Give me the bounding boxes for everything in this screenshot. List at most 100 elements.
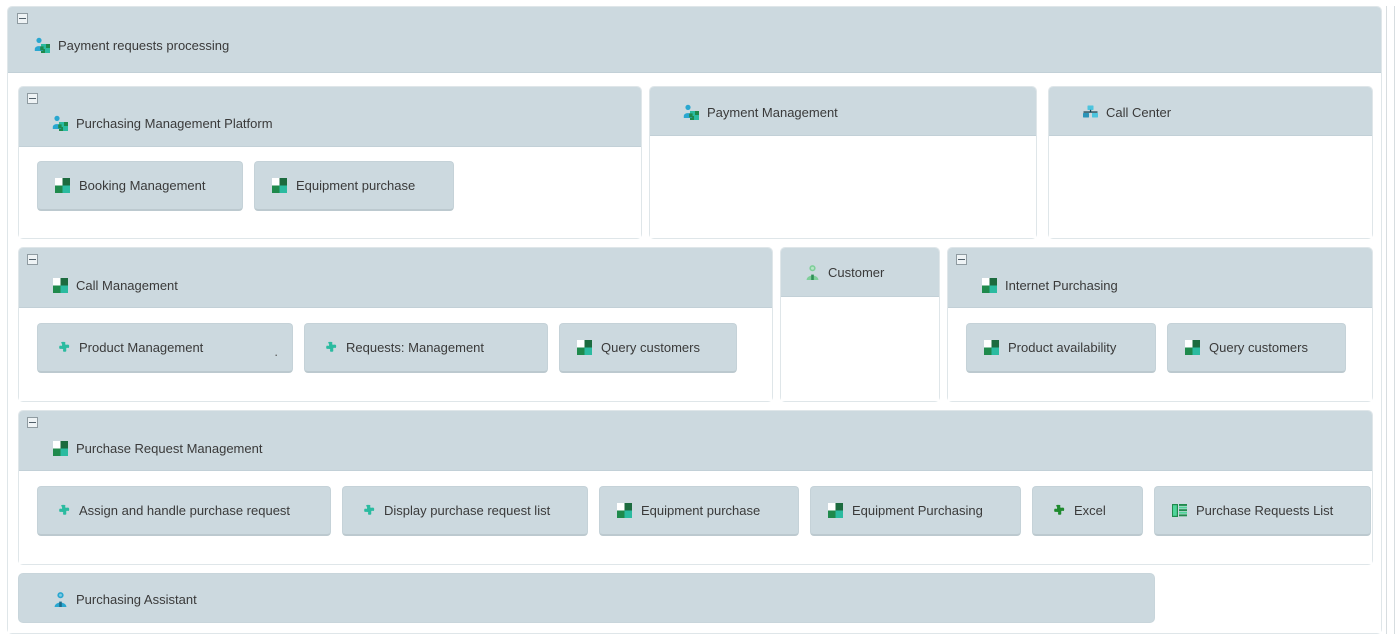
panel-purchasing-management-platform: Purchasing Management Platform <box>18 86 642 239</box>
panel-title-text: Payment Management <box>707 105 838 120</box>
panel-title-text: Call Management <box>76 278 178 293</box>
panel-header-payment-requests-processing: Payment requests processing <box>8 7 1381 73</box>
panel-title-call-management: Call Management <box>52 277 178 294</box>
panel-header-payment-management: Payment Management <box>650 87 1036 136</box>
button-purchase-requests-list[interactable]: Purchase Requests List <box>1154 486 1371 536</box>
button-label: Display purchase request list <box>384 503 551 518</box>
button-product-availability[interactable]: Product availability <box>966 323 1156 373</box>
panel-body-customer <box>781 297 939 401</box>
button-label: Requests: Management <box>346 340 485 355</box>
button-equipment-purchase[interactable]: Equipment purchase <box>254 161 454 211</box>
button-row-purchasing-management-platform: Booking Management <box>37 161 454 211</box>
panel-purchase-request-management: Purchase Request Management <box>18 410 1373 565</box>
panel-title-purchasing-management-platform: Purchasing Management Platform <box>52 115 273 132</box>
puzzle-piece-icon <box>359 502 376 519</box>
panel-title-purchasing-assistant: Purchasing Assistant <box>52 591 197 608</box>
collapse-toggle-payment-requests-processing[interactable] <box>17 13 28 24</box>
panel-title-text: Payment requests processing <box>58 38 230 53</box>
button-query-customers[interactable]: Query customers <box>559 323 737 373</box>
collapse-toggle-call-management[interactable] <box>27 254 38 265</box>
button-display-purchase-request-list[interactable]: Display purchase request list <box>342 486 588 536</box>
button-row-purchase-request-management: Assign and handle purchase request Displ… <box>37 486 1371 536</box>
puzzle-square-icon <box>1184 339 1201 356</box>
org-chart-icon <box>1082 104 1099 121</box>
button-label: Excel <box>1074 503 1106 518</box>
person-puzzle-icon <box>683 104 700 121</box>
button-equipment-purchasing[interactable]: Equipment Purchasing <box>810 486 1021 536</box>
panel-title-purchase-request-management: Purchase Request Management <box>52 440 262 457</box>
button-label: Product Management <box>79 340 204 355</box>
puzzle-square-icon <box>616 502 633 519</box>
panel-call-management: Call Management Product Man <box>18 247 773 402</box>
collapse-toggle-purchasing-management-platform[interactable] <box>27 93 38 104</box>
panel-call-center: Call Center <box>1048 86 1373 239</box>
button-label: Booking Management <box>79 178 206 193</box>
panel-title-payment-requests-processing: Payment requests processing <box>34 37 229 54</box>
panel-header-purchase-request-management: Purchase Request Management <box>19 411 1372 471</box>
panel-header-customer: Customer <box>781 248 939 297</box>
panel-internet-purchasing: Internet Purchasing <box>947 247 1373 402</box>
button-booking-management[interactable]: Booking Management <box>37 161 243 211</box>
panel-title-text: Internet Purchasing <box>1005 278 1118 293</box>
panel-title-text: Call Center <box>1106 105 1172 120</box>
puzzle-square-icon <box>54 177 71 194</box>
button-label: Equipment purchase <box>296 178 416 193</box>
collapse-toggle-internet-purchasing[interactable] <box>956 254 967 265</box>
button-assign-and-handle-purchase-request[interactable]: Assign and handle purchase request <box>37 486 331 536</box>
puzzle-square-icon <box>52 277 69 294</box>
panel-title-payment-management: Payment Management <box>683 104 838 121</box>
puzzle-square-icon <box>981 277 998 294</box>
panel-body-payment-requests-processing: Purchasing Management Platform <box>8 73 1381 633</box>
puzzle-square-icon <box>576 339 593 356</box>
panel-header-call-management: Call Management <box>19 248 772 308</box>
button-label: Query customers <box>1209 340 1308 355</box>
panel-body-call-management: Product Management . Requests: Managemen… <box>19 308 772 401</box>
puzzle-square-icon <box>827 502 844 519</box>
person-green-icon <box>804 264 821 281</box>
panel-header-internet-purchasing: Internet Purchasing <box>948 248 1372 308</box>
panel-body-call-center <box>1049 136 1372 238</box>
panel-title-text: Customer <box>828 265 885 280</box>
puzzle-piece-icon <box>54 502 71 519</box>
person-blue-icon <box>52 591 69 608</box>
panel-payment-requests-processing: Payment requests processing <box>7 6 1382 634</box>
puzzle-piece-icon <box>1049 502 1066 519</box>
button-product-management[interactable]: Product Management . <box>37 323 293 373</box>
puzzle-square-icon <box>52 440 69 457</box>
panel-title-text: Purchasing Assistant <box>76 592 197 607</box>
panel-title-internet-purchasing: Internet Purchasing <box>981 277 1118 294</box>
panel-body-purchasing-management-platform: Booking Management <box>19 147 641 238</box>
panel-title-customer: Customer <box>804 264 884 281</box>
button-excel[interactable]: Excel <box>1032 486 1143 536</box>
trailing-dot-glyph: . <box>274 344 278 359</box>
panel-title-text: Purchasing Management Platform <box>76 116 273 131</box>
panel-body-purchase-request-management: Assign and handle purchase request Displ… <box>19 471 1372 564</box>
puzzle-piece-icon <box>54 339 71 356</box>
puzzle-piece-icon <box>321 339 338 356</box>
button-requests-management[interactable]: Requests: Management <box>304 323 548 373</box>
panel-payment-management: Payment Management <box>649 86 1037 239</box>
panel-purchasing-assistant: Purchasing Assistant <box>18 573 1155 623</box>
button-equipment-purchase[interactable]: Equipment purchase <box>599 486 799 536</box>
collapse-toggle-purchase-request-management[interactable] <box>27 417 38 428</box>
panel-body-internet-purchasing: Product availability <box>948 308 1372 401</box>
button-row-internet-purchasing: Product availability <box>966 323 1346 373</box>
button-query-customers[interactable]: Query customers <box>1167 323 1346 373</box>
panel-title-call-center: Call Center <box>1082 104 1171 121</box>
person-puzzle-icon <box>34 37 51 54</box>
button-label: Assign and handle purchase request <box>79 503 291 518</box>
puzzle-square-icon <box>983 339 1000 356</box>
panel-header-call-center: Call Center <box>1049 87 1372 136</box>
panel-customer: Customer <box>780 247 940 402</box>
button-label: Equipment purchase <box>641 503 761 518</box>
vertical-scrollbar[interactable] <box>1386 6 1395 634</box>
button-row-call-management: Product Management . Requests: Managemen… <box>37 323 737 373</box>
puzzle-square-icon <box>271 177 288 194</box>
button-label: Query customers <box>601 340 700 355</box>
person-puzzle-icon <box>52 115 69 132</box>
button-label: Equipment Purchasing <box>852 503 983 518</box>
button-label: Product availability <box>1008 340 1117 355</box>
list-grid-icon <box>1171 502 1188 519</box>
